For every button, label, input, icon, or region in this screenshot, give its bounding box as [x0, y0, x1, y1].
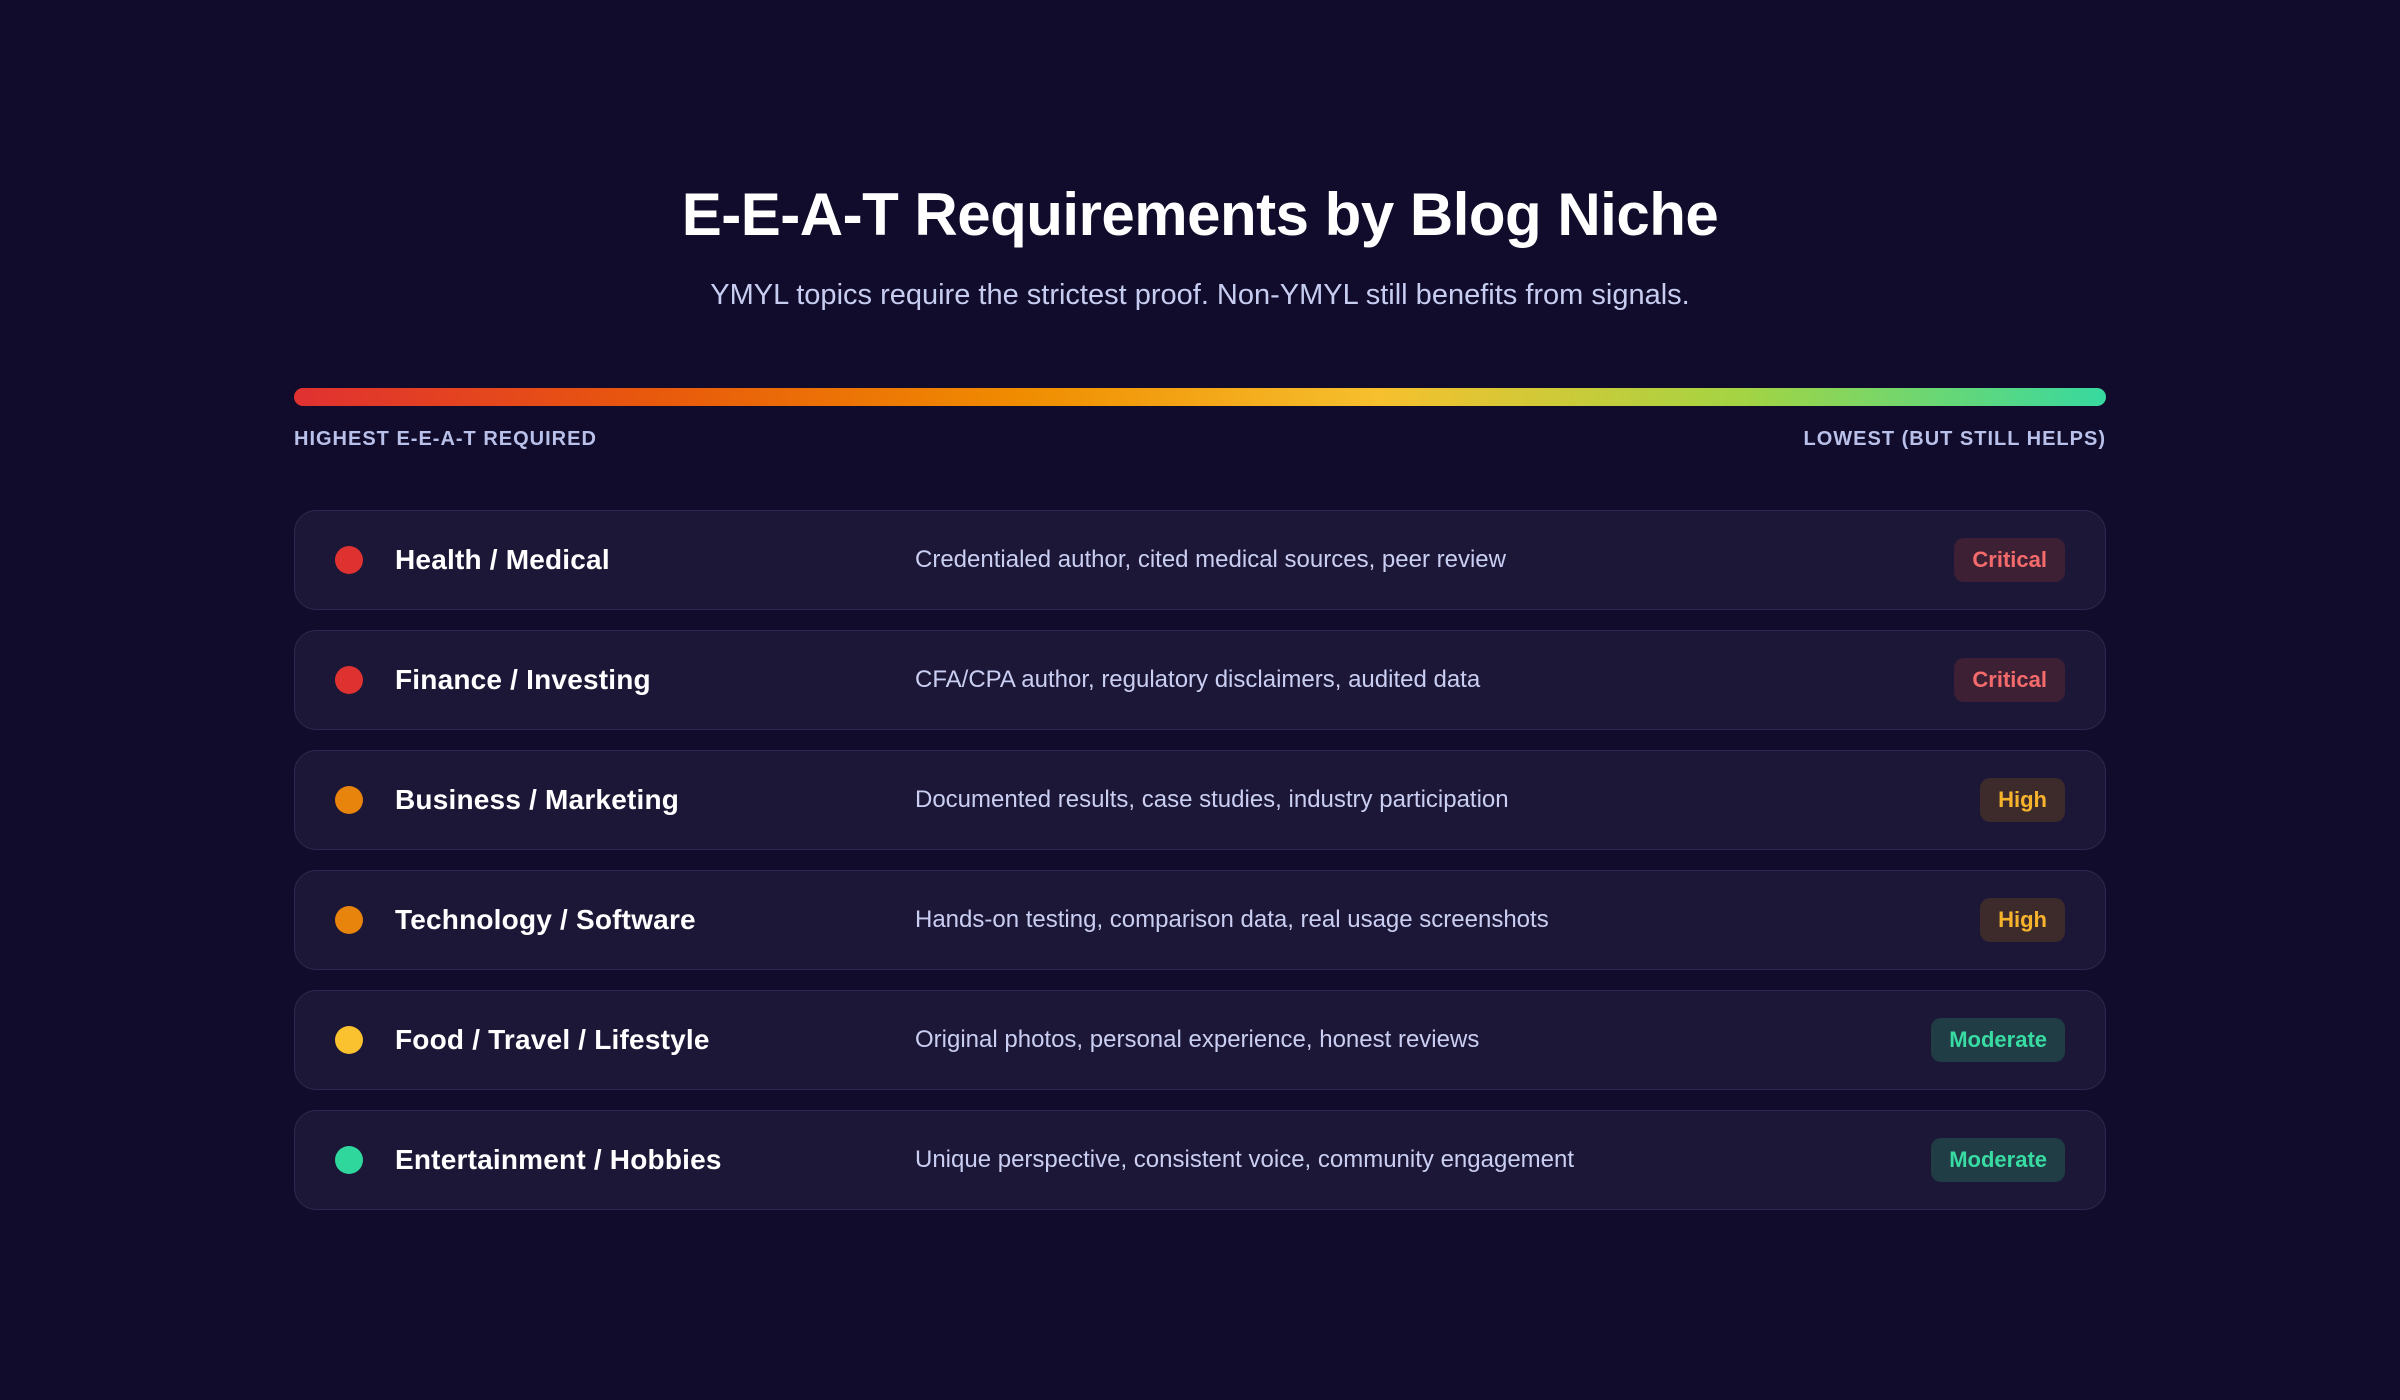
niche-row-business-marketing: Business / Marketing Documented results,… [294, 749, 2106, 850]
niche-name: Health / Medical [395, 543, 610, 575]
page-title: E-E-A-T Requirements by Blog Niche [681, 181, 1719, 248]
proof-text: Unique perspective, consistent voice, co… [915, 1145, 1575, 1173]
level-badge: Critical [1954, 537, 2065, 582]
infographic: E-E-A-T Requirements by Blog Niche YMYL … [294, 0, 2106, 1210]
niche-dot [335, 1025, 363, 1054]
niche-name: Food / Travel / Lifestyle [395, 1023, 710, 1055]
level-badge: High [1980, 777, 2065, 822]
niche-row-technology-software: Technology / Software Hands-on testing, … [294, 869, 2106, 970]
niche-row-health-medical: Health / Medical Credentialed author, ci… [294, 509, 2106, 610]
level-badge: High [1980, 897, 2065, 942]
niche-row-entertainment-hobbies: Entertainment / Hobbies Unique perspecti… [294, 1109, 2106, 1210]
proof-text: Documented results, case studies, indust… [915, 785, 1509, 813]
niche-dot [335, 905, 363, 934]
niche-name: Finance / Investing [395, 663, 651, 695]
niche-name: Business / Marketing [395, 783, 680, 815]
niche-name: Entertainment / Hobbies [395, 1143, 722, 1175]
niche-dot [335, 1145, 363, 1174]
proof-text: Original photos, personal experience, ho… [915, 1025, 1480, 1053]
niche-dot [335, 785, 363, 814]
eeat-gradient-bar [294, 387, 2106, 406]
niche-row-food-travel-lifestyle: Food / Travel / Lifestyle Original photo… [294, 989, 2106, 1090]
niche-row-finance-investing: Finance / Investing CFA/CPA author, regu… [294, 629, 2106, 730]
niche-list: Health / Medical Credentialed author, ci… [294, 509, 2106, 1210]
scale-labels: HIGHEST E-E-A-T REQUIRED LOWEST (BUT STI… [294, 428, 2106, 451]
niche-dot [335, 545, 363, 574]
page-subtitle: YMYL topics require the strictest proof.… [710, 279, 1690, 311]
level-badge: Critical [1954, 657, 2065, 702]
niche-name: Technology / Software [395, 903, 696, 935]
proof-text: Credentialed author, cited medical sourc… [915, 545, 1506, 573]
scale-label-highest: HIGHEST E-E-A-T REQUIRED [294, 427, 597, 450]
niche-dot [335, 665, 363, 694]
level-badge: Moderate [1931, 1017, 2065, 1062]
scale-label-lowest: LOWEST (BUT STILL HELPS) [1803, 427, 2106, 450]
proof-text: Hands-on testing, comparison data, real … [915, 905, 1549, 933]
proof-text: CFA/CPA author, regulatory disclaimers, … [915, 665, 1481, 693]
level-badge: Moderate [1931, 1137, 2065, 1182]
